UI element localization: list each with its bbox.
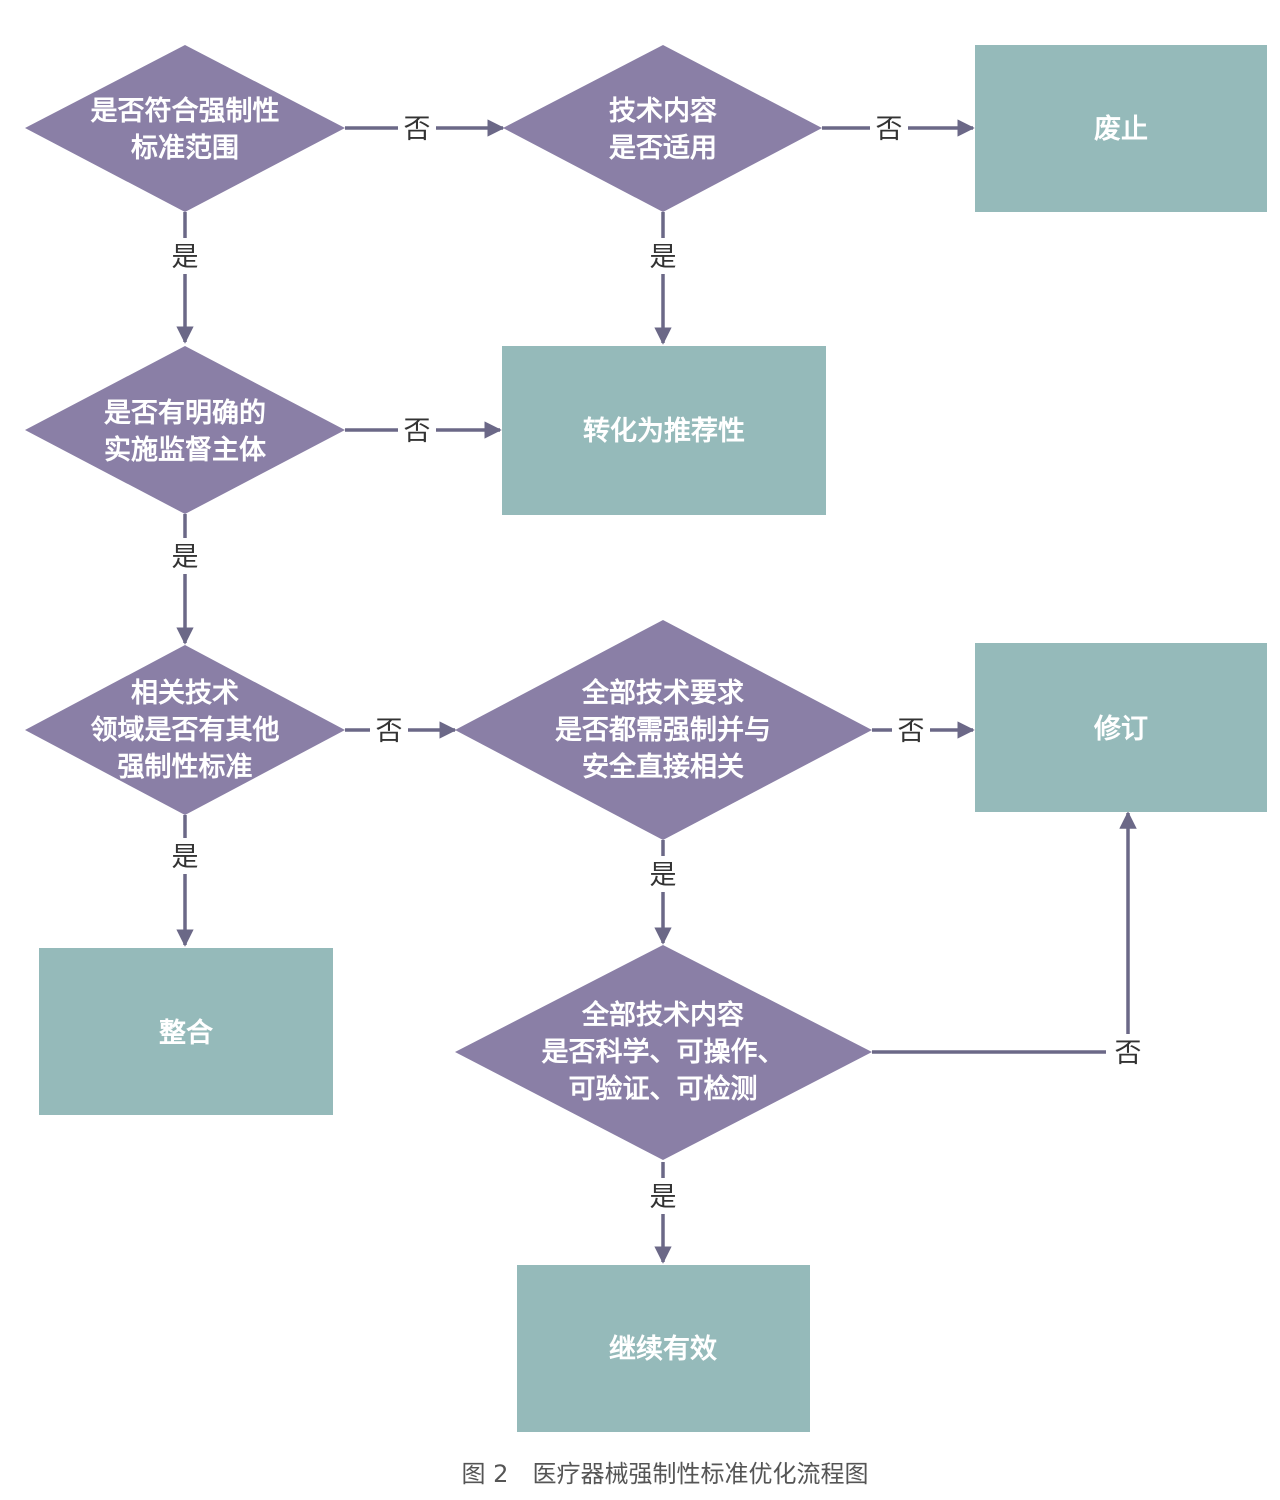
outcome-integrate: 整合 (39, 948, 333, 1115)
edge-label-no: 否 (376, 716, 403, 747)
decision-other-mandatory-standards: 相关技术 领域是否有其他 强制性标准 (25, 645, 345, 815)
node-label-line: 技术内容 (609, 95, 717, 127)
outcome-remain-valid: 继续有效 (517, 1265, 810, 1432)
edge-d5-to-d6: 是 (644, 840, 682, 945)
node-label-line: 是否有明确的 (104, 397, 266, 429)
edge-label-yes: 是 (172, 842, 199, 873)
edge-label-no: 否 (404, 416, 431, 447)
node-label-line: 是否符合强制性 (91, 95, 280, 127)
decision-all-mandatory-safety: 全部技术要求 是否都需强制并与 安全直接相关 (455, 620, 872, 840)
edge-d2-to-abolish: 否 (822, 110, 975, 146)
node-label-line: 安全直接相关 (582, 751, 744, 783)
edge-label-yes: 是 (650, 242, 677, 273)
node-label-line: 是否适用 (609, 133, 717, 164)
node-label-line: 废止 (1094, 113, 1148, 145)
edge-d3-to-d4: 是 (166, 514, 204, 645)
node-label-line: 整合 (159, 1017, 213, 1049)
edge-label-no: 否 (404, 114, 431, 145)
node-label-line: 实施监督主体 (104, 434, 267, 466)
node-label-line: 是否都需强制并与 (555, 714, 771, 746)
edge-label-yes: 是 (172, 542, 199, 573)
node-label-line: 全部技术内容 (581, 999, 744, 1031)
outcome-convert-recommended: 转化为推荐性 (502, 346, 826, 515)
node-label-line: 标准范围 (131, 133, 239, 164)
node-label-line: 可验证、可检测 (569, 1073, 758, 1105)
edge-d1-to-d3: 是 (166, 212, 204, 344)
figure-caption: 图 2 医疗器械强制性标准优化流程图 (462, 1460, 869, 1488)
edge-d5-to-revise: 否 (872, 712, 975, 748)
node-label-line: 领域是否有其他 (91, 715, 280, 746)
edge-d4-to-d5: 否 (345, 712, 457, 748)
node-label-line: 强制性标准 (118, 752, 253, 783)
edge-label-no: 否 (876, 114, 903, 145)
decision-technical-applicable: 技术内容 是否适用 (503, 45, 822, 212)
node-label-line: 全部技术要求 (581, 677, 744, 709)
edge-label-yes: 是 (650, 860, 677, 891)
edge-d4-to-integrate: 是 (166, 815, 204, 947)
node-label-line: 是否科学、可操作、 (542, 1036, 785, 1068)
edge-label-no: 否 (898, 716, 925, 747)
node-label-line: 相关技术 (131, 678, 239, 709)
edge-d6-to-valid: 是 (644, 1162, 682, 1264)
node-label-line: 转化为推荐性 (583, 416, 745, 447)
node-label-line: 修订 (1093, 714, 1148, 745)
edge-label-yes: 是 (172, 242, 199, 273)
decision-scientific-verifiable: 全部技术内容 是否科学、可操作、 可验证、可检测 (455, 945, 872, 1160)
edge-label-yes: 是 (650, 1182, 677, 1213)
edge-d6-to-revise: 否 (872, 811, 1150, 1070)
edge-d2-to-recommend: 是 (644, 212, 682, 345)
edge-label-no: 否 (1115, 1038, 1142, 1069)
node-label-line: 继续有效 (609, 1333, 717, 1365)
decision-supervision-subject: 是否有明确的 实施监督主体 (25, 346, 345, 514)
outcome-abolish: 废止 (975, 45, 1267, 212)
edge-d1-to-d2: 否 (345, 110, 505, 146)
edge-d3-to-recommend: 否 (345, 412, 502, 448)
decision-standard-scope: 是否符合强制性 标准范围 (25, 45, 345, 212)
outcome-revise: 修订 (975, 643, 1267, 812)
